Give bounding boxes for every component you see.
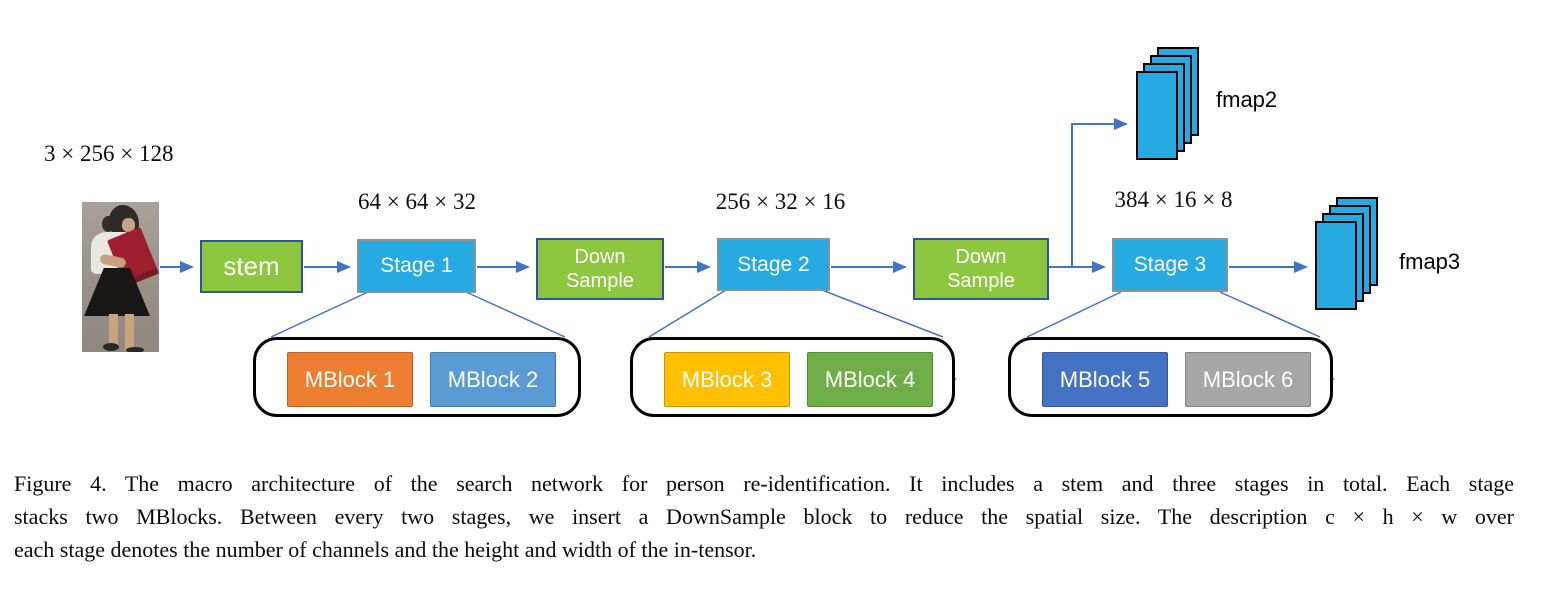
downsample2-label-line2: Sample bbox=[947, 270, 1015, 292]
downsample1-block: Down Sample bbox=[536, 238, 664, 300]
stage3-dims-label: 384 × 16 × 8 bbox=[1114, 187, 1233, 212]
downsample1-label-line2: Sample bbox=[566, 270, 634, 292]
fmap2-label: fmap2 bbox=[1216, 87, 1278, 112]
caption-line: stacks two MBlocks. Between every two st… bbox=[14, 504, 1514, 529]
downsample2-label-line1: Down bbox=[955, 246, 1007, 268]
person-photo bbox=[82, 202, 159, 352]
input-dims-label: 3 × 256 × 128 bbox=[44, 141, 174, 166]
figure-caption: Figure 4. The macro architecture of the … bbox=[14, 467, 1514, 566]
mblock-2: MBlock 2 bbox=[430, 352, 556, 407]
caption-line: Figure 4. The macro architecture of the … bbox=[14, 471, 1514, 496]
stage2-block: Stage 2 bbox=[717, 238, 830, 291]
stage1-block: Stage 1 bbox=[357, 239, 476, 293]
person-shoe bbox=[103, 343, 119, 351]
architecture-diagram: 3 × 256 × 128 stem 64 × 64 × 32 Stage 1 … bbox=[44, 47, 1461, 417]
downsample1-label-line1: Down bbox=[574, 246, 626, 268]
stage2-dims-label: 256 × 32 × 16 bbox=[715, 189, 846, 214]
stage3-block: Stage 3 bbox=[1112, 238, 1228, 292]
mblock-4: MBlock 4 bbox=[807, 352, 933, 407]
mblock-group-stage3: MBlock 5 MBlock 6 bbox=[1008, 337, 1333, 417]
mblock-group-stage2: MBlock 3 MBlock 4 bbox=[630, 337, 955, 417]
mblock-6: MBlock 6 bbox=[1185, 352, 1311, 407]
person-shoe bbox=[126, 347, 144, 352]
mblock-3: MBlock 3 bbox=[664, 352, 790, 407]
stage1-dims-label: 64 × 64 × 32 bbox=[358, 189, 476, 214]
stem-block: stem bbox=[200, 240, 303, 293]
feature-map-sheet bbox=[1315, 221, 1357, 310]
stage-expansion-lines bbox=[270, 289, 1321, 338]
mblock-5: MBlock 5 bbox=[1042, 352, 1168, 407]
person-leg bbox=[125, 314, 134, 351]
person-face bbox=[122, 218, 135, 232]
fmap3-label: fmap3 bbox=[1399, 249, 1461, 274]
person-leg bbox=[109, 314, 118, 346]
downsample2-block: Down Sample bbox=[913, 238, 1049, 300]
fmap3-stack bbox=[1315, 197, 1381, 317]
mblock-group-stage1: MBlock 1 MBlock 2 bbox=[253, 337, 581, 417]
fmap2-stack bbox=[1136, 47, 1202, 167]
feature-map-sheet bbox=[1136, 71, 1178, 160]
caption-line: each stage denotes the number of channel… bbox=[14, 537, 757, 562]
mblock-1: MBlock 1 bbox=[287, 352, 413, 407]
